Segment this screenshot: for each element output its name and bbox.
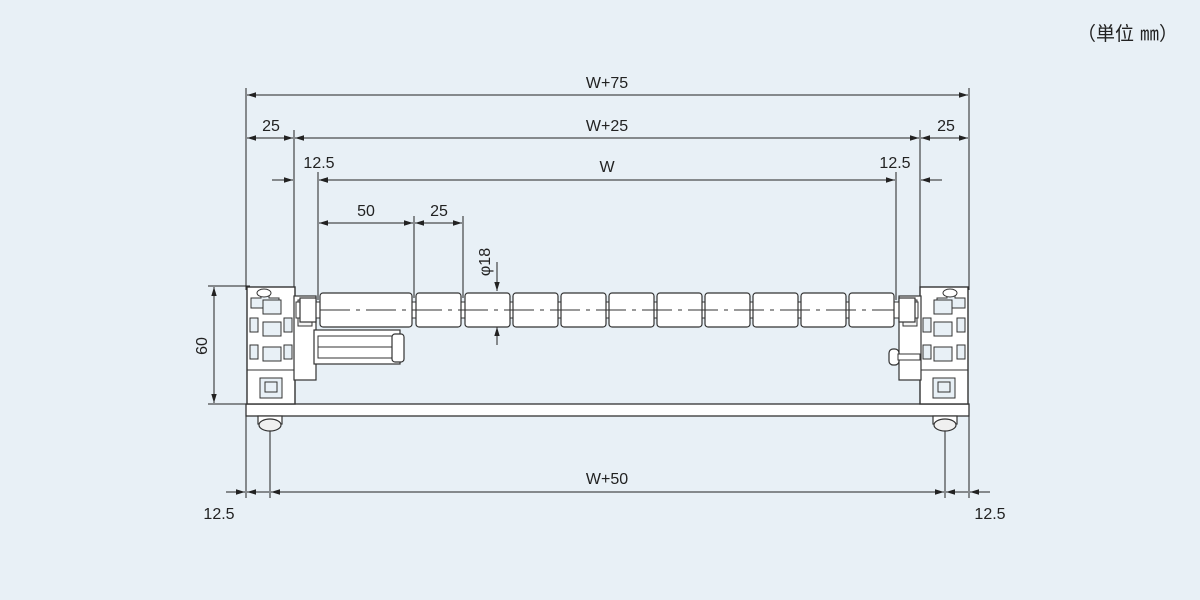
dim-offset-bottom-right: 12.5 (974, 506, 1005, 523)
dim-roller-diameter: φ18 (477, 248, 494, 276)
dim-pitch: 25 (430, 203, 448, 220)
dim-side-left: 25 (262, 118, 280, 135)
dim-offset-top-left: 12.5 (303, 155, 334, 172)
frame-caps (256, 288, 958, 298)
dimension-lines (211, 92, 990, 495)
dim-pitch-first: 50 (357, 203, 375, 220)
dim-frame-span: W+25 (586, 118, 628, 135)
dim-offset-bottom-left: 12.5 (203, 506, 234, 523)
dim-offset-top-right: 12.5 (879, 155, 910, 172)
dim-base-span: W+50 (586, 471, 628, 488)
left-stopper (313, 329, 405, 365)
dim-roller-width: W (599, 159, 615, 176)
dim-height: 60 (194, 337, 211, 355)
left-frame-profile (246, 286, 296, 405)
left-foot (257, 415, 283, 432)
right-foot (932, 415, 958, 432)
dim-overall-width: W+75 (586, 75, 628, 92)
dim-side-right: 25 (937, 118, 955, 135)
right-frame-profile (919, 286, 969, 405)
extension-lines (208, 88, 970, 498)
unit-label: （単位 ㎜） (1077, 23, 1178, 45)
base-plate (245, 403, 970, 417)
roller-row (319, 292, 895, 328)
